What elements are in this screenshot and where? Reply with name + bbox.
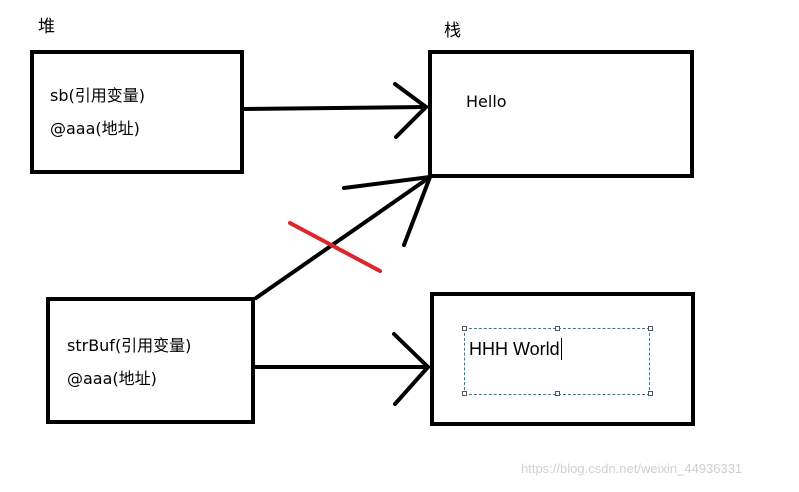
heap-box-sb-line2: @aaa(地址) [50, 119, 140, 138]
resize-handle-bottom-middle[interactable] [555, 391, 560, 396]
heap-box-strbuf: strBuf(引用变量) @aaa(地址) [46, 297, 255, 424]
arrowhead-sb-to-hello [393, 82, 428, 139]
watermark: https://blog.csdn.net/weixin_44936331 [521, 461, 743, 476]
heap-box-sb: sb(引用变量) @aaa(地址) [30, 50, 244, 174]
heap-box-strbuf-line2: @aaa(地址) [67, 369, 157, 388]
arrow-strbuf-to-hello [254, 175, 432, 300]
resize-handle-top-left[interactable] [462, 326, 467, 331]
resize-handle-top-middle[interactable] [555, 326, 560, 331]
stack-label: 栈 [444, 21, 461, 41]
resize-handle-bottom-right[interactable] [648, 391, 653, 396]
stack-box-world [430, 292, 695, 426]
text-selection-box[interactable]: HHH World [462, 326, 653, 396]
stack-box-world-text-wrap: HHH World [469, 338, 562, 360]
arrow-sb-to-hello [242, 105, 428, 111]
stack-box-hello: Hello [428, 50, 694, 178]
arrowhead-strbuf-to-world [392, 332, 430, 406]
heap-box-strbuf-line1: strBuf(引用变量) [67, 336, 192, 355]
resize-handle-top-right[interactable] [648, 326, 653, 331]
resize-handle-bottom-left[interactable] [462, 391, 467, 396]
arrowhead-strbuf-to-hello [342, 175, 432, 247]
heap-label: 堆 [38, 17, 55, 37]
stack-box-hello-text: Hello [466, 92, 507, 111]
heap-box-sb-line1: sb(引用变量) [50, 86, 145, 105]
stack-box-world-text: HHH World [469, 339, 560, 359]
text-caret [560, 338, 562, 360]
cross-out-mark [288, 221, 382, 273]
